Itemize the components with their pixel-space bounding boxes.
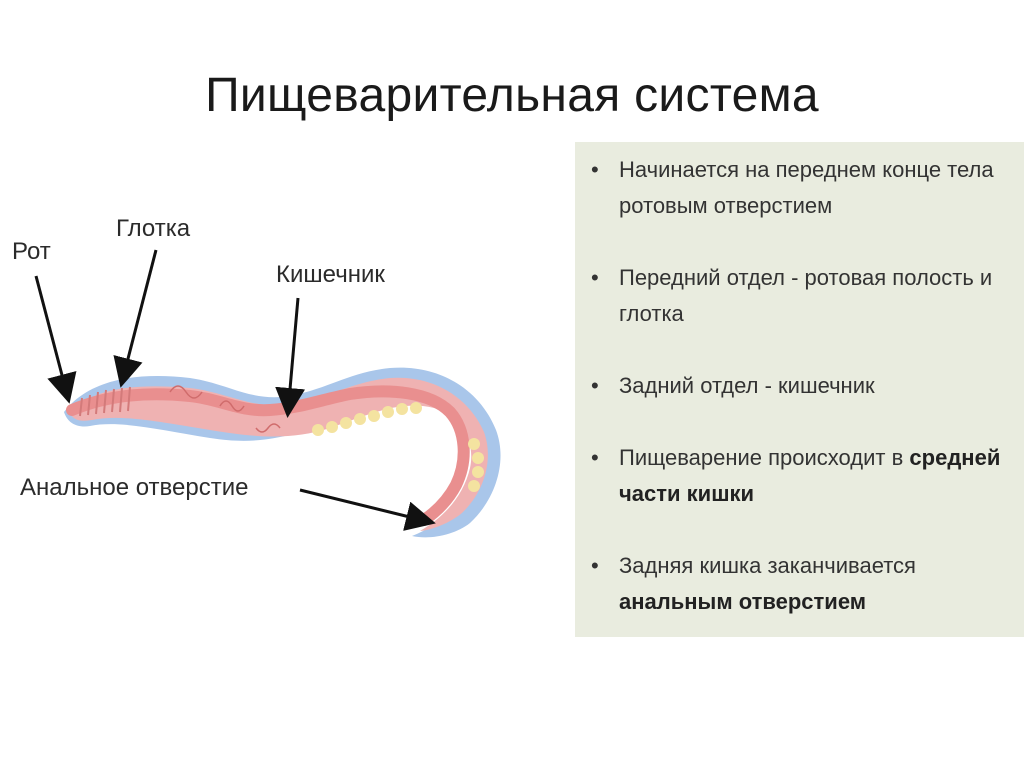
bullet-bold-5: анальным отверстием (619, 589, 867, 614)
label-intestine: Кишечник (276, 261, 385, 288)
worm-diagram: Рот Глотка Кишечник Анальное отверстие (0, 140, 570, 600)
arrow-anus (299, 488, 436, 531)
bullet-text-1: Начинается на переднем конце тела ротовы… (619, 157, 994, 218)
label-anus: Анальное отверстие (20, 474, 249, 501)
gut-loops (169, 385, 281, 433)
bullet-text-2: Передний отдел - ротовая полость и глотк… (619, 265, 993, 326)
bullet-text-4: Пищеварение происходит в (619, 445, 910, 470)
arrow-pharynx (113, 249, 158, 388)
bullet-item-3: Задний отдел - кишечник (589, 368, 1016, 404)
pharynx-rings (79, 386, 131, 417)
bullet-item-4: Пищеварение происходит в средней части к… (589, 440, 1016, 512)
label-mouth: Рот (12, 238, 51, 265)
bullet-item-5: Задняя кишка заканчивается анальным отве… (589, 548, 1016, 620)
slide-title: Пищеварительная система (205, 69, 819, 122)
info-bullet-list: Начинается на переднем конце тела ротовы… (589, 152, 1016, 620)
bullet-text-3: Задний отдел - кишечник (619, 373, 875, 398)
arrow-mouth (34, 275, 77, 404)
bullet-item-2: Передний отдел - ротовая полость и глотк… (589, 260, 1016, 332)
gut-tube (66, 385, 470, 526)
arrow-intestine (275, 297, 306, 418)
bullet-item-1: Начинается на переднем конце тела ротовы… (589, 152, 1016, 224)
label-pharynx: Глотка (116, 215, 191, 242)
bullet-bold-4: средней части кишки (619, 445, 1001, 506)
worm-illustration (34, 249, 501, 538)
worm-body-inner (70, 377, 488, 531)
yellow-cells (312, 402, 484, 492)
bullet-text-5: Задняя кишка заканчивается (619, 553, 916, 578)
info-panel: Начинается на переднем конце тела ротовы… (575, 142, 1024, 637)
